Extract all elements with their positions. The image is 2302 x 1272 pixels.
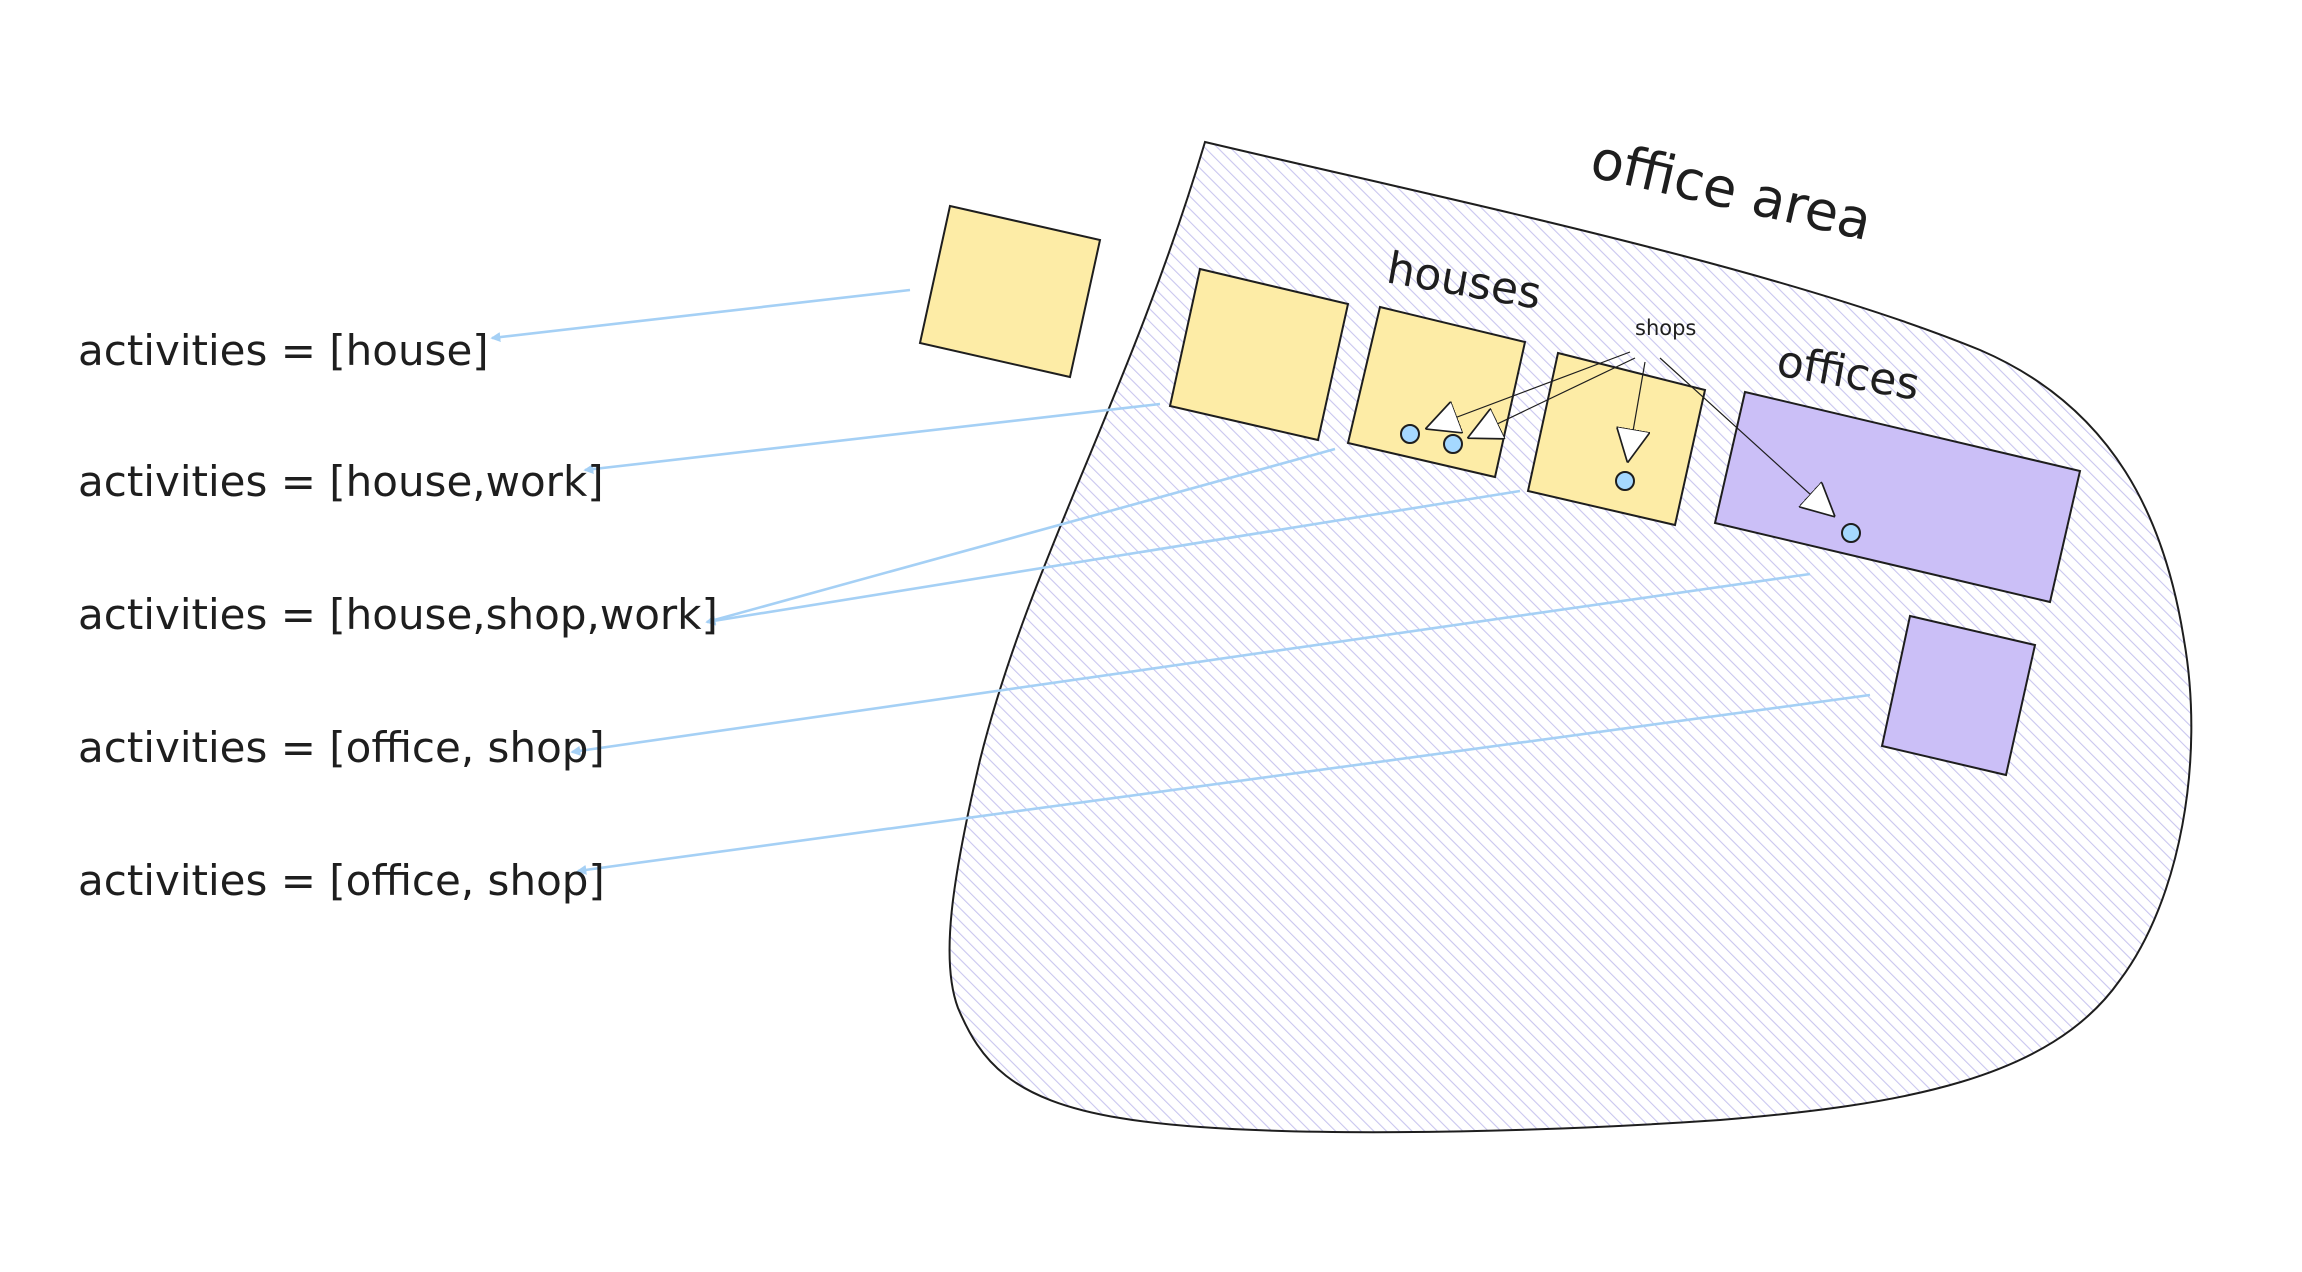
arrow-house-2	[705, 447, 1336, 625]
activity-label-1: activities = [house]	[78, 326, 489, 375]
arrow-house-outside	[490, 288, 911, 343]
shop-dot-2	[1443, 434, 1463, 454]
shop-markers	[1400, 424, 1861, 543]
office-large	[1713, 390, 2082, 604]
shop-pointer-3	[1628, 361, 1645, 460]
activity-label-5: activities = [office, shop]	[78, 856, 605, 905]
arrow-house-1	[583, 402, 1161, 475]
house-outside	[918, 204, 1102, 379]
house-1	[1168, 267, 1350, 442]
shop-dot-3	[1615, 471, 1635, 491]
offices-group	[1713, 390, 2082, 777]
activity-label-2: activities = [house,work]	[78, 457, 604, 506]
arrow-office-small	[576, 693, 1871, 875]
activity-arrows	[490, 288, 1871, 875]
activity-label-3: activities = [house,shop,work]	[78, 590, 718, 639]
shops-label: shops	[1635, 316, 1696, 340]
shop-pointers	[1428, 351, 1833, 515]
arrow-house-3	[705, 489, 1521, 626]
shop-pointer-1	[1428, 351, 1631, 428]
shop-pointer-4	[1659, 357, 1833, 515]
arrow-office-large	[570, 572, 1811, 756]
activity-label-4: activities = [office, shop]	[78, 723, 605, 772]
shop-pointer-2	[1470, 357, 1636, 437]
shop-dot-4	[1841, 523, 1861, 543]
area-label: office area	[1585, 127, 1878, 253]
shop-dot-1	[1400, 424, 1420, 444]
activity-labels: activities = [house] activities = [house…	[78, 326, 718, 905]
office-small	[1880, 614, 2037, 777]
houses-group	[918, 204, 1707, 527]
